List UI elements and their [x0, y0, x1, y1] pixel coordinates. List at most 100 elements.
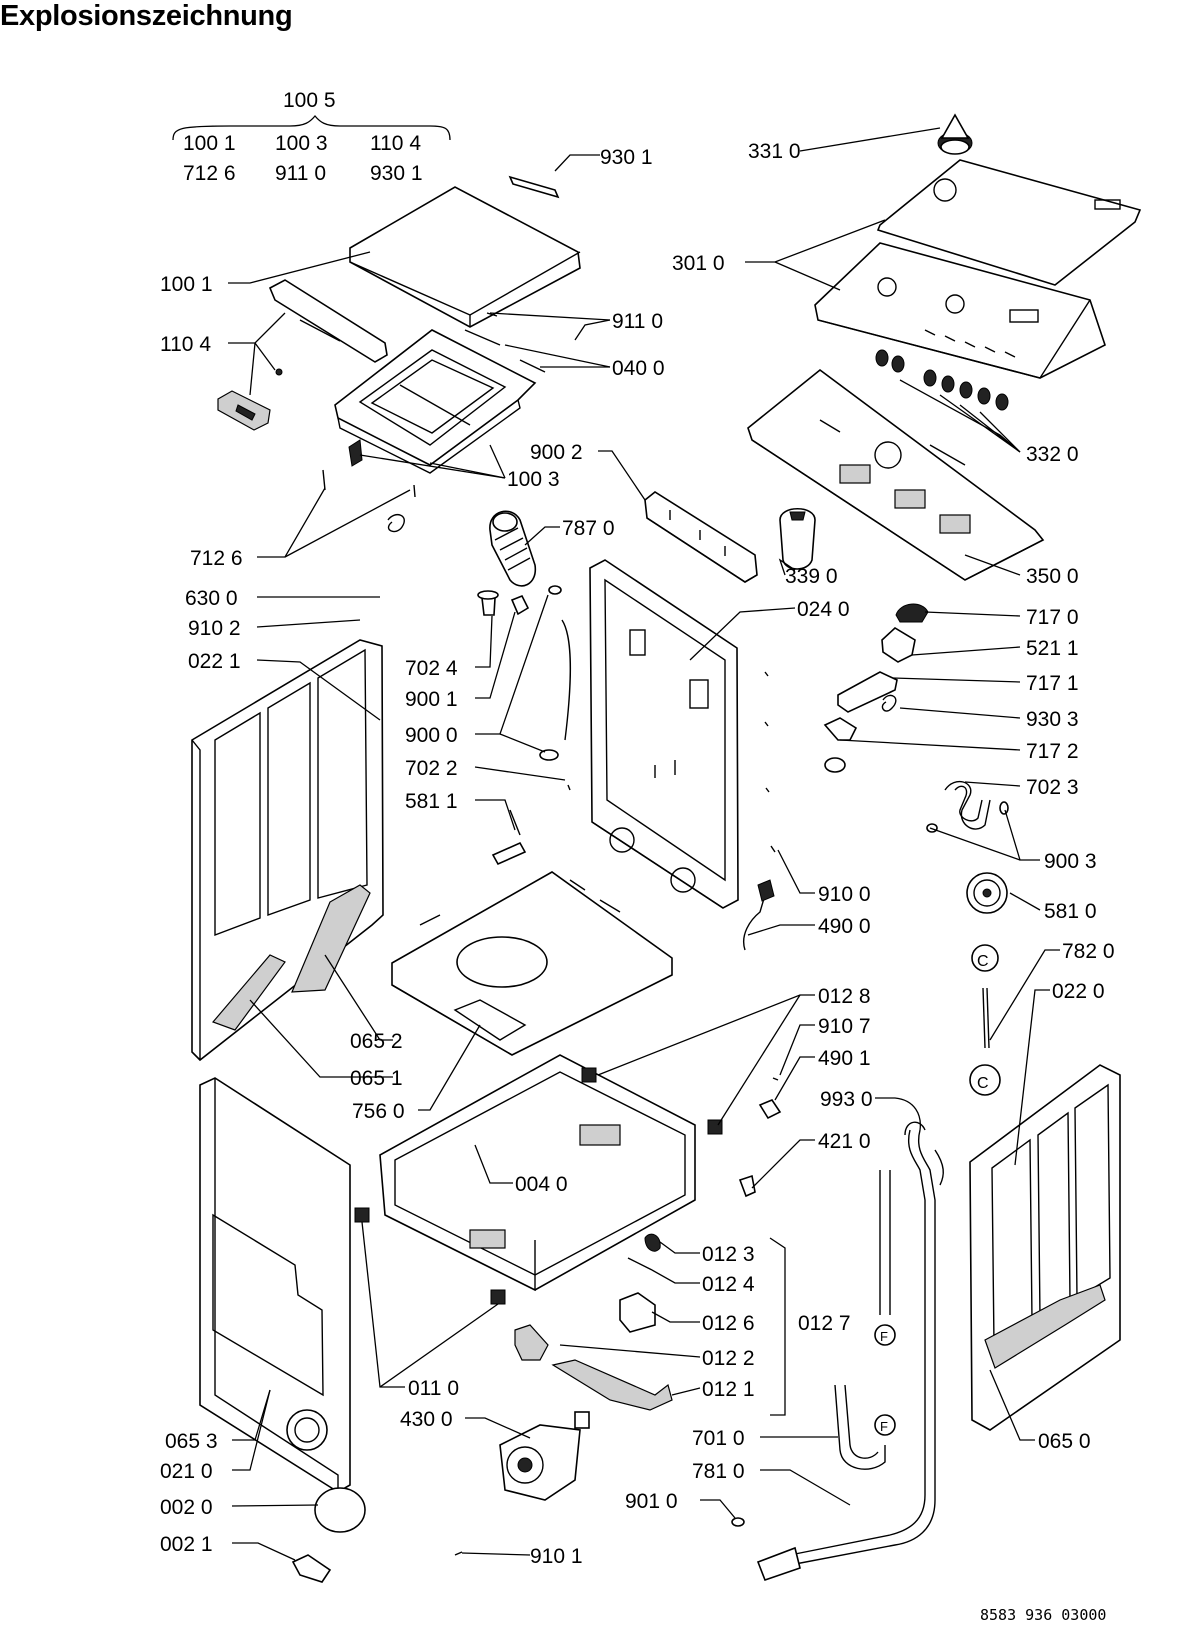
connector-part [738, 1174, 756, 1198]
door-lock-parts [823, 603, 929, 773]
part-label: 756 0 [352, 1100, 405, 1123]
marker-f: F [880, 1419, 888, 1434]
set-item-5: 911 0 [275, 162, 326, 185]
part-label: 900 0 [405, 724, 458, 747]
lid-part [349, 186, 581, 328]
cabinet-back-part [589, 559, 739, 909]
part-label: 521 1 [1026, 637, 1079, 660]
part-label: 301 0 [672, 252, 725, 275]
set-item-4: 712 6 [183, 162, 236, 185]
part-label: 702 4 [405, 657, 458, 680]
support-part [779, 508, 816, 570]
side-panel-left-part [191, 639, 384, 1062]
part-label: 581 0 [1044, 900, 1097, 923]
electronic-module-part [747, 368, 1045, 581]
hose-part [926, 780, 1009, 833]
buttons-part [875, 349, 1009, 411]
clips-part [764, 671, 776, 853]
part-label: 004 0 [515, 1173, 568, 1196]
frame-part [379, 1054, 696, 1292]
part-label: 581 1 [405, 790, 458, 813]
marker-c: C [977, 1075, 989, 1092]
part-label: 002 0 [160, 1496, 213, 1519]
tube-part [969, 987, 1001, 1096]
pressure-switch-part [491, 809, 527, 866]
part-label: 012 8 [818, 985, 871, 1008]
part-label: 421 0 [818, 1130, 871, 1153]
part-label: 910 7 [818, 1015, 871, 1038]
part-label: 100 3 [507, 468, 560, 491]
control-panel-part [814, 159, 1142, 379]
part-label: 012 1 [702, 1378, 755, 1401]
set-item-3: 110 4 [370, 132, 421, 155]
part-label: 930 1 [600, 146, 653, 169]
drain-pump-part [499, 1411, 590, 1501]
part-label: 022 0 [1052, 980, 1105, 1003]
part-label: 901 0 [625, 1490, 678, 1513]
part-label: 012 7 [798, 1312, 851, 1335]
shock-absorber-parts [514, 1233, 673, 1411]
part-label: 781 0 [692, 1460, 745, 1483]
part-label: 430 0 [400, 1408, 453, 1431]
front-trim-part [217, 279, 388, 431]
part-label: 702 2 [405, 757, 458, 780]
part-label: 012 6 [702, 1312, 755, 1335]
part-label: 065 1 [350, 1067, 403, 1090]
part-label: 490 0 [818, 915, 871, 938]
part-label: 782 0 [1062, 940, 1115, 963]
part-label: 702 3 [1026, 776, 1079, 799]
front-panel-part [199, 1077, 351, 1493]
part-label: 002 1 [160, 1533, 213, 1556]
feet-parts [354, 1067, 723, 1305]
hinge-parts [464, 312, 546, 373]
knob-part [937, 113, 973, 155]
part-label: 065 2 [350, 1030, 403, 1053]
marker-f: F [880, 1329, 888, 1344]
part-label: 910 2 [188, 617, 241, 640]
part-label: 717 1 [1026, 672, 1079, 695]
part-label: 910 0 [818, 883, 871, 906]
part-label: 900 3 [1044, 850, 1097, 873]
part-label: 110 4 [160, 333, 211, 356]
part-label: 717 0 [1026, 606, 1079, 629]
lid-frame-part [322, 329, 537, 533]
part-label: 787 0 [562, 517, 615, 540]
filter-part [966, 872, 1008, 972]
part-label: 012 4 [702, 1273, 755, 1296]
part-label: 717 2 [1026, 740, 1079, 763]
part-label: 993 0 [820, 1088, 873, 1111]
part-label: 490 1 [818, 1047, 871, 1070]
part-label: 911 0 [612, 310, 663, 333]
part-label: 022 1 [188, 650, 241, 673]
part-label: 712 6 [190, 547, 243, 570]
part-label: 339 0 [785, 565, 838, 588]
page-title: Explosionszeichnung [0, 0, 293, 32]
crossbar-part [644, 491, 758, 583]
set-item-2: 100 3 [275, 132, 328, 155]
part-label: 040 0 [612, 357, 665, 380]
part-label: 065 3 [165, 1430, 218, 1453]
part-label: 024 0 [797, 598, 850, 621]
part-label: 331 0 [748, 140, 801, 163]
part-label: 012 3 [702, 1243, 755, 1266]
hose-assembly-parts [756, 1121, 944, 1582]
holder-part [758, 1077, 782, 1120]
part-label: 065 0 [1038, 1430, 1091, 1453]
part-label: 900 1 [405, 688, 458, 711]
part-label: 350 0 [1026, 565, 1079, 588]
base-part [391, 871, 673, 1056]
part-label: 630 0 [185, 587, 238, 610]
small-caps [454, 1517, 745, 1556]
marker-c: C [977, 953, 989, 970]
set-label: 100 5 [283, 89, 336, 112]
part-label: 900 2 [530, 441, 583, 464]
part-label: 930 3 [1026, 708, 1079, 731]
part-label: 100 1 [160, 273, 213, 296]
document-number: 8583 936 03000 [980, 1606, 1106, 1624]
part-label: 011 0 [408, 1377, 459, 1400]
part-label: 332 0 [1026, 443, 1079, 466]
handle-strip-part [508, 175, 560, 199]
set-item-1: 100 1 [183, 132, 236, 155]
set-item-6: 930 1 [370, 162, 423, 185]
